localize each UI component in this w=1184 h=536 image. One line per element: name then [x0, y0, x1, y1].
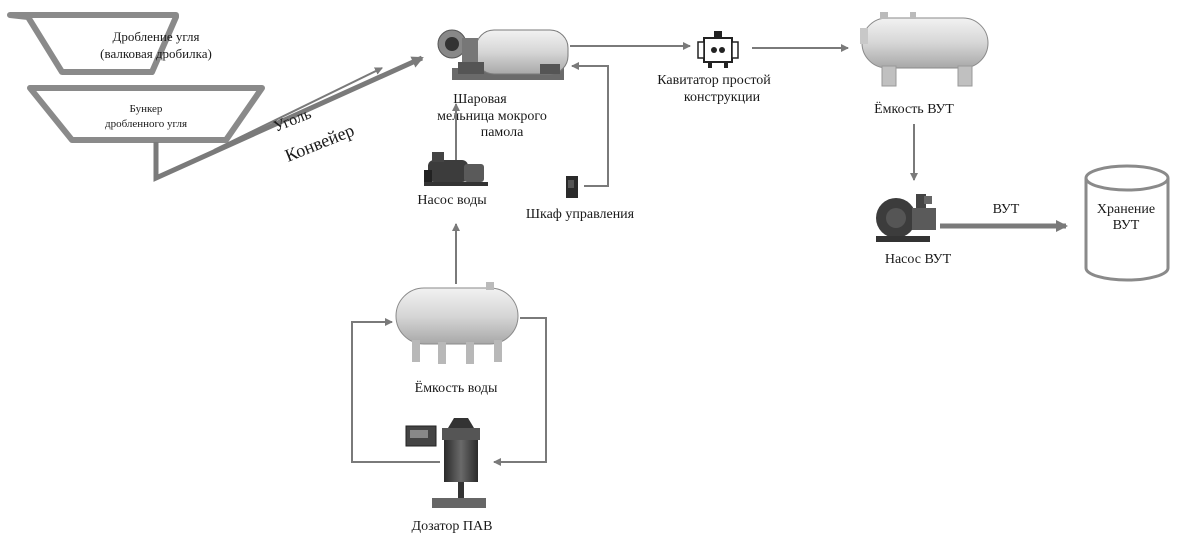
vut-tank-label: Ёмкость ВУТ: [874, 100, 954, 117]
crusher-label-line2: (валковая дробилка): [100, 46, 212, 61]
storage-label-line2: ВУТ: [1113, 218, 1140, 233]
coal-arrow: [213, 67, 383, 151]
vut-tank-icon: [860, 12, 989, 87]
vut-flow-label: ВУТ: [993, 202, 1020, 217]
cavitator-label-line2: конструкции: [684, 90, 761, 105]
storage-label-line1: Хранение: [1097, 202, 1155, 217]
tank-to-doser-loop: [493, 317, 547, 466]
water-tank-icon: [395, 282, 519, 364]
water-pump-icon: [424, 152, 488, 186]
bunker-label-line2: дробленного угля: [105, 118, 187, 130]
control-cabinet-icon: [566, 176, 578, 198]
mill-label-line3: памола: [481, 125, 524, 140]
mill-label-line2: мельница мокрого: [437, 109, 547, 124]
conveyor-line: [153, 55, 424, 182]
storage-cylinder-icon: [1084, 164, 1170, 282]
cavitator-label-line1: Кавитатор простой: [657, 73, 771, 88]
water-tank-label: Ёмкость воды: [415, 379, 498, 396]
vut-pump-icon: [876, 194, 936, 242]
bunker-hopper-icon: [27, 85, 265, 143]
coal-label: Уголь: [271, 105, 314, 135]
mill-label-line1: Шаровая: [453, 92, 507, 107]
vut-pump-label: Насос ВУТ: [885, 252, 952, 267]
crusher-label-line1: Дробление угля: [113, 29, 200, 44]
cabinet-to-mill-line: [571, 62, 609, 187]
doser-to-tank-loop: [351, 318, 440, 463]
cavitator-icon: [697, 31, 739, 68]
crusher-hopper-icon: [7, 12, 179, 75]
control-cabinet-label: Шкаф управления: [526, 207, 635, 222]
surfactant-doser-label: Дозатор ПАВ: [412, 519, 493, 534]
water-pump-label: Насос воды: [417, 193, 487, 208]
surfactant-doser-icon: [405, 418, 486, 508]
bunker-label-line1: Бункер: [130, 103, 163, 115]
ball-mill-icon: [437, 29, 569, 80]
